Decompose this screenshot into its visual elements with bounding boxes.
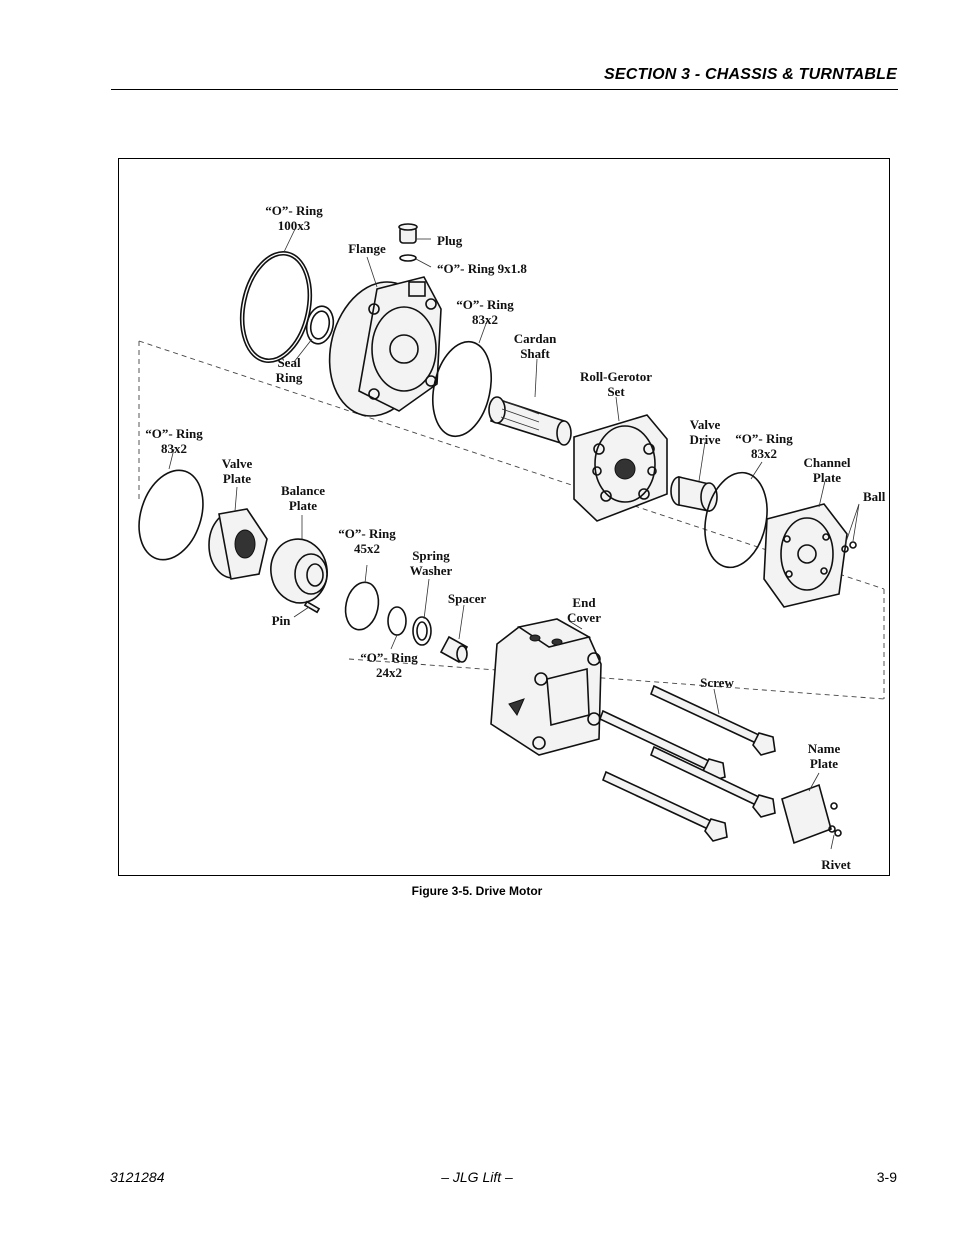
section-title: SECTION 3 - CHASSIS & TURNTABLE [603,66,897,83]
roll-gerotor-part [573,414,668,522]
label-pin: Pin [272,613,292,628]
seal-ring-part [305,305,335,345]
screw-part-3 [649,745,776,818]
cardan-shaft-part [488,396,572,446]
valve-plate-part [208,508,268,580]
assembly-axis-top [138,340,885,590]
oring-83x2-top-part [432,340,492,438]
ball-part-b [849,541,857,549]
header-divider [111,89,898,90]
channel-plate-part [763,503,848,608]
oring-100x3-part [239,250,313,364]
screw-part-2 [598,709,726,782]
label-flange: Flange [348,241,386,256]
assembly-axis-bottom [348,658,885,700]
oring-45x2-part [344,581,380,631]
label-ball: Ball [863,489,886,504]
screw-part-1 [649,684,776,756]
ball-part-a [841,545,849,553]
rivet-part-a [830,802,838,810]
pin-part [303,600,321,614]
oring-24x2-part [387,606,407,636]
page-number: 3-9 [876,1169,897,1185]
label-oring-9x1-8: “O”- Ring 9x1.8 [437,261,527,276]
oring-83x2-right-part [704,471,768,569]
flange-part [328,276,442,417]
end-cover-part [490,618,602,756]
label-rivet: Rivet [821,857,851,872]
spacer-part [439,635,469,664]
rivet-part-b [828,825,836,833]
figure-caption: Figure 3-5. Drive Motor [411,884,543,898]
label-plug: Plug [437,233,463,248]
spring-washer-part [412,616,432,646]
valve-drive-part [670,475,718,512]
publisher-name: – JLG Lift – [441,1169,513,1185]
label-spacer: Spacer [448,591,487,606]
screw-part-4 [601,770,728,842]
name-plate-part [781,783,832,845]
plug-part [398,223,418,262]
balance-plate-part [270,538,328,604]
document-number: 3121284 [110,1169,165,1185]
oring-83x2-left-part [138,469,204,561]
rivet-part-c [834,829,842,837]
leader-lines [168,226,860,850]
label-screw: Screw [700,675,734,690]
